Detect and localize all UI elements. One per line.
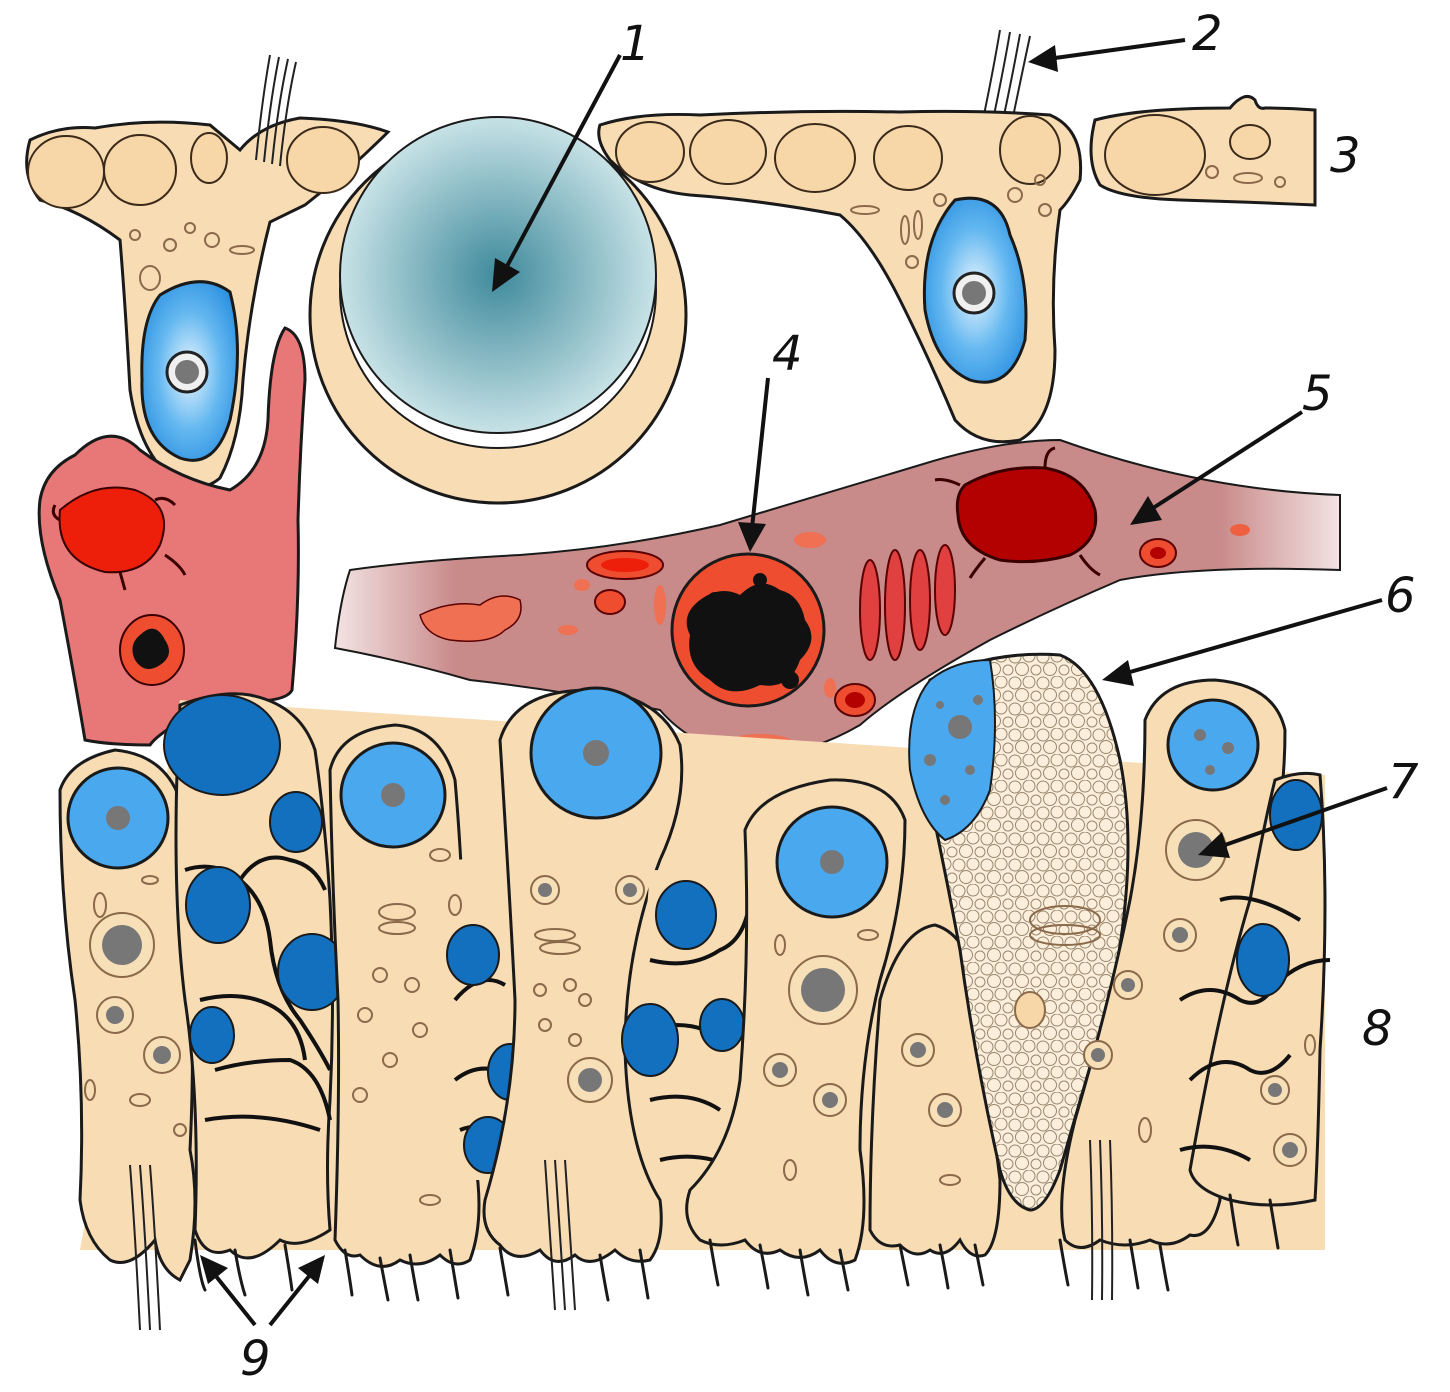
label-2: 2	[1192, 6, 1223, 62]
arrow-9b-head	[298, 1255, 325, 1284]
label-8: 8	[1362, 1001, 1393, 1057]
arrow-2-head	[1028, 45, 1058, 72]
label-9: 9	[240, 1331, 271, 1387]
adipocyte-edge	[1091, 96, 1315, 205]
label-7: 7	[1388, 754, 1419, 810]
arrow-6-head	[1102, 660, 1134, 686]
label-4: 4	[772, 326, 803, 382]
label-1: 1	[620, 16, 651, 72]
label-3: 3	[1330, 128, 1361, 184]
arrow-9a-head	[200, 1255, 228, 1284]
label-5: 5	[1302, 366, 1333, 422]
label-6: 6	[1385, 568, 1416, 624]
epithelium-layer	[60, 654, 1330, 1330]
